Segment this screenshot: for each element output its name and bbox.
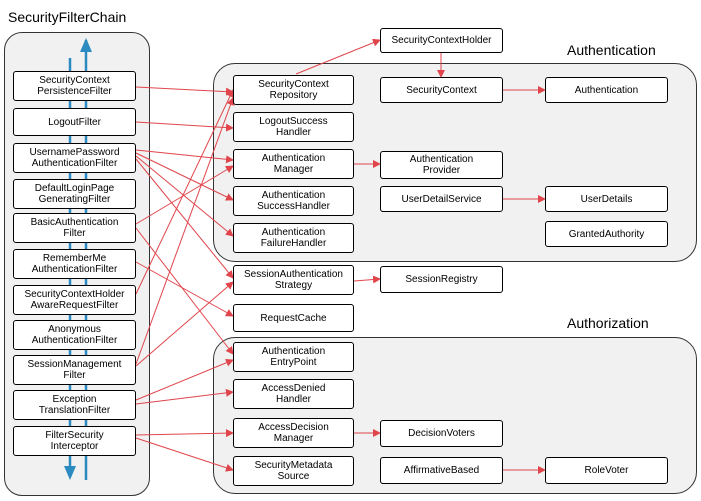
security-context: SecurityContext — [380, 77, 503, 103]
security-metadata-source: SecurityMetadata Source — [233, 456, 354, 486]
request-cache: RequestCache — [233, 304, 354, 332]
filter-security-context-holder-aware-request: SecurityContextHolder AwareRequestFilter — [13, 285, 136, 315]
authentication-group-title: Authentication — [567, 42, 656, 58]
authentication-failure-handler: Authentication FailureHandler — [233, 223, 354, 253]
session-authentication-strategy: SessionAuthentication Strategy — [233, 265, 354, 295]
access-denied-handler: AccessDenied Handler — [233, 379, 354, 409]
user-detail-service: UserDetailService — [380, 186, 503, 212]
session-registry: SessionRegistry — [380, 266, 503, 293]
filter-default-login-page-generating: DefaultLoginPage GeneratingFilter — [13, 179, 136, 209]
logout-success-handler: LogoutSuccess Handler — [233, 112, 354, 142]
filter-remember-me-authentication: RememberMe AuthenticationFilter — [13, 249, 136, 279]
down-arrow-icon — [64, 466, 76, 480]
authentication-success-handler: Authentication SuccessHandler — [233, 186, 354, 216]
authentication-object: Authentication — [545, 77, 668, 103]
filter-filter-security-interceptor: FilterSecurity Interceptor — [13, 426, 136, 456]
filter-basic-authentication: BasicAuthentication Filter — [13, 213, 136, 243]
authorization-group-title: Authorization — [567, 315, 649, 331]
authentication-manager: Authentication Manager — [233, 149, 354, 179]
filter-exception-translation: Exception TranslationFilter — [13, 390, 136, 420]
granted-authority: GrantedAuthority — [545, 221, 668, 247]
filter-session-management: SessionManagement Filter — [13, 355, 136, 385]
authentication-provider: Authentication Provider — [380, 151, 503, 179]
filter-username-password-authentication: UsernamePassword AuthenticationFilter — [13, 143, 136, 173]
authentication-entry-point: Authentication EntryPoint — [233, 342, 354, 372]
filter-anonymous-authentication: Anonymous AuthenticationFilter — [13, 320, 136, 350]
security-context-holder: SecurityContextHolder — [380, 28, 503, 53]
security-filter-chain-title: SecurityFilterChain — [8, 9, 127, 25]
affirmative-based: AffirmativeBased — [380, 457, 503, 484]
up-arrow-icon — [80, 38, 92, 52]
decision-voters: DecisionVoters — [380, 420, 503, 447]
user-details: UserDetails — [545, 186, 668, 212]
security-context-repository: SecurityContext Repository — [233, 75, 354, 105]
access-decision-manager: AccessDecision Manager — [233, 418, 354, 448]
filter-logout: LogoutFilter — [13, 108, 136, 136]
role-voter: RoleVoter — [545, 457, 668, 484]
filter-security-context-persistence: SecurityContext PersistenceFilter — [13, 71, 136, 101]
